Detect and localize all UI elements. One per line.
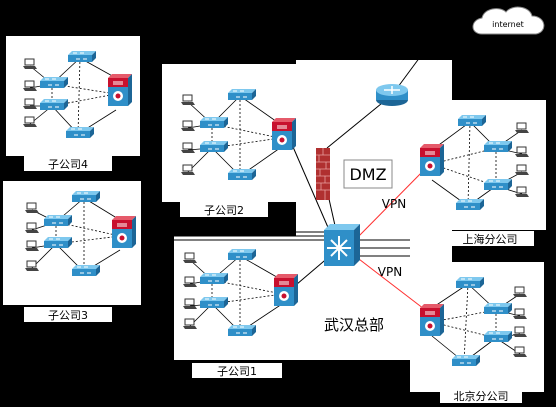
- firewall-icon: [316, 148, 330, 200]
- sub2-network: [180, 88, 297, 181]
- beijing-label: 北京分公司: [454, 389, 509, 403]
- sub1-network: [182, 248, 299, 337]
- shanghai-label: 上海分公司: [463, 232, 518, 246]
- sub3-label: 子公司3: [48, 309, 88, 322]
- sub4-label-box: [24, 156, 112, 171]
- internet-label: internet: [492, 20, 524, 29]
- core-switch-icon: [324, 224, 360, 266]
- hq-links: [174, 29, 441, 291]
- router-icon: [376, 84, 408, 106]
- sub3-label-box: [24, 307, 112, 322]
- sub4-network: [22, 50, 133, 139]
- sub2-label: 子公司2: [204, 204, 244, 217]
- hq-label: 武汉总部: [324, 316, 384, 334]
- dmz-box: [343, 159, 393, 189]
- vpn-label-bottom: VPN: [378, 265, 402, 279]
- beijing-network: [419, 276, 528, 367]
- shanghai-network: [419, 114, 530, 211]
- sub3-network: [24, 190, 137, 277]
- vpn-label-top: VPN: [382, 197, 406, 211]
- sub1-label-box: [192, 363, 282, 378]
- sub2-label-box: [180, 202, 268, 217]
- cloud-icon: internet: [472, 6, 545, 35]
- sub4-label: 子公司4: [48, 158, 88, 171]
- vpn-links: [354, 165, 429, 313]
- beijing-label-box: [440, 388, 522, 403]
- shanghai-label-box: [446, 231, 534, 246]
- sub1-label: 子公司1: [217, 365, 257, 378]
- dmz-label: DMZ: [349, 165, 386, 184]
